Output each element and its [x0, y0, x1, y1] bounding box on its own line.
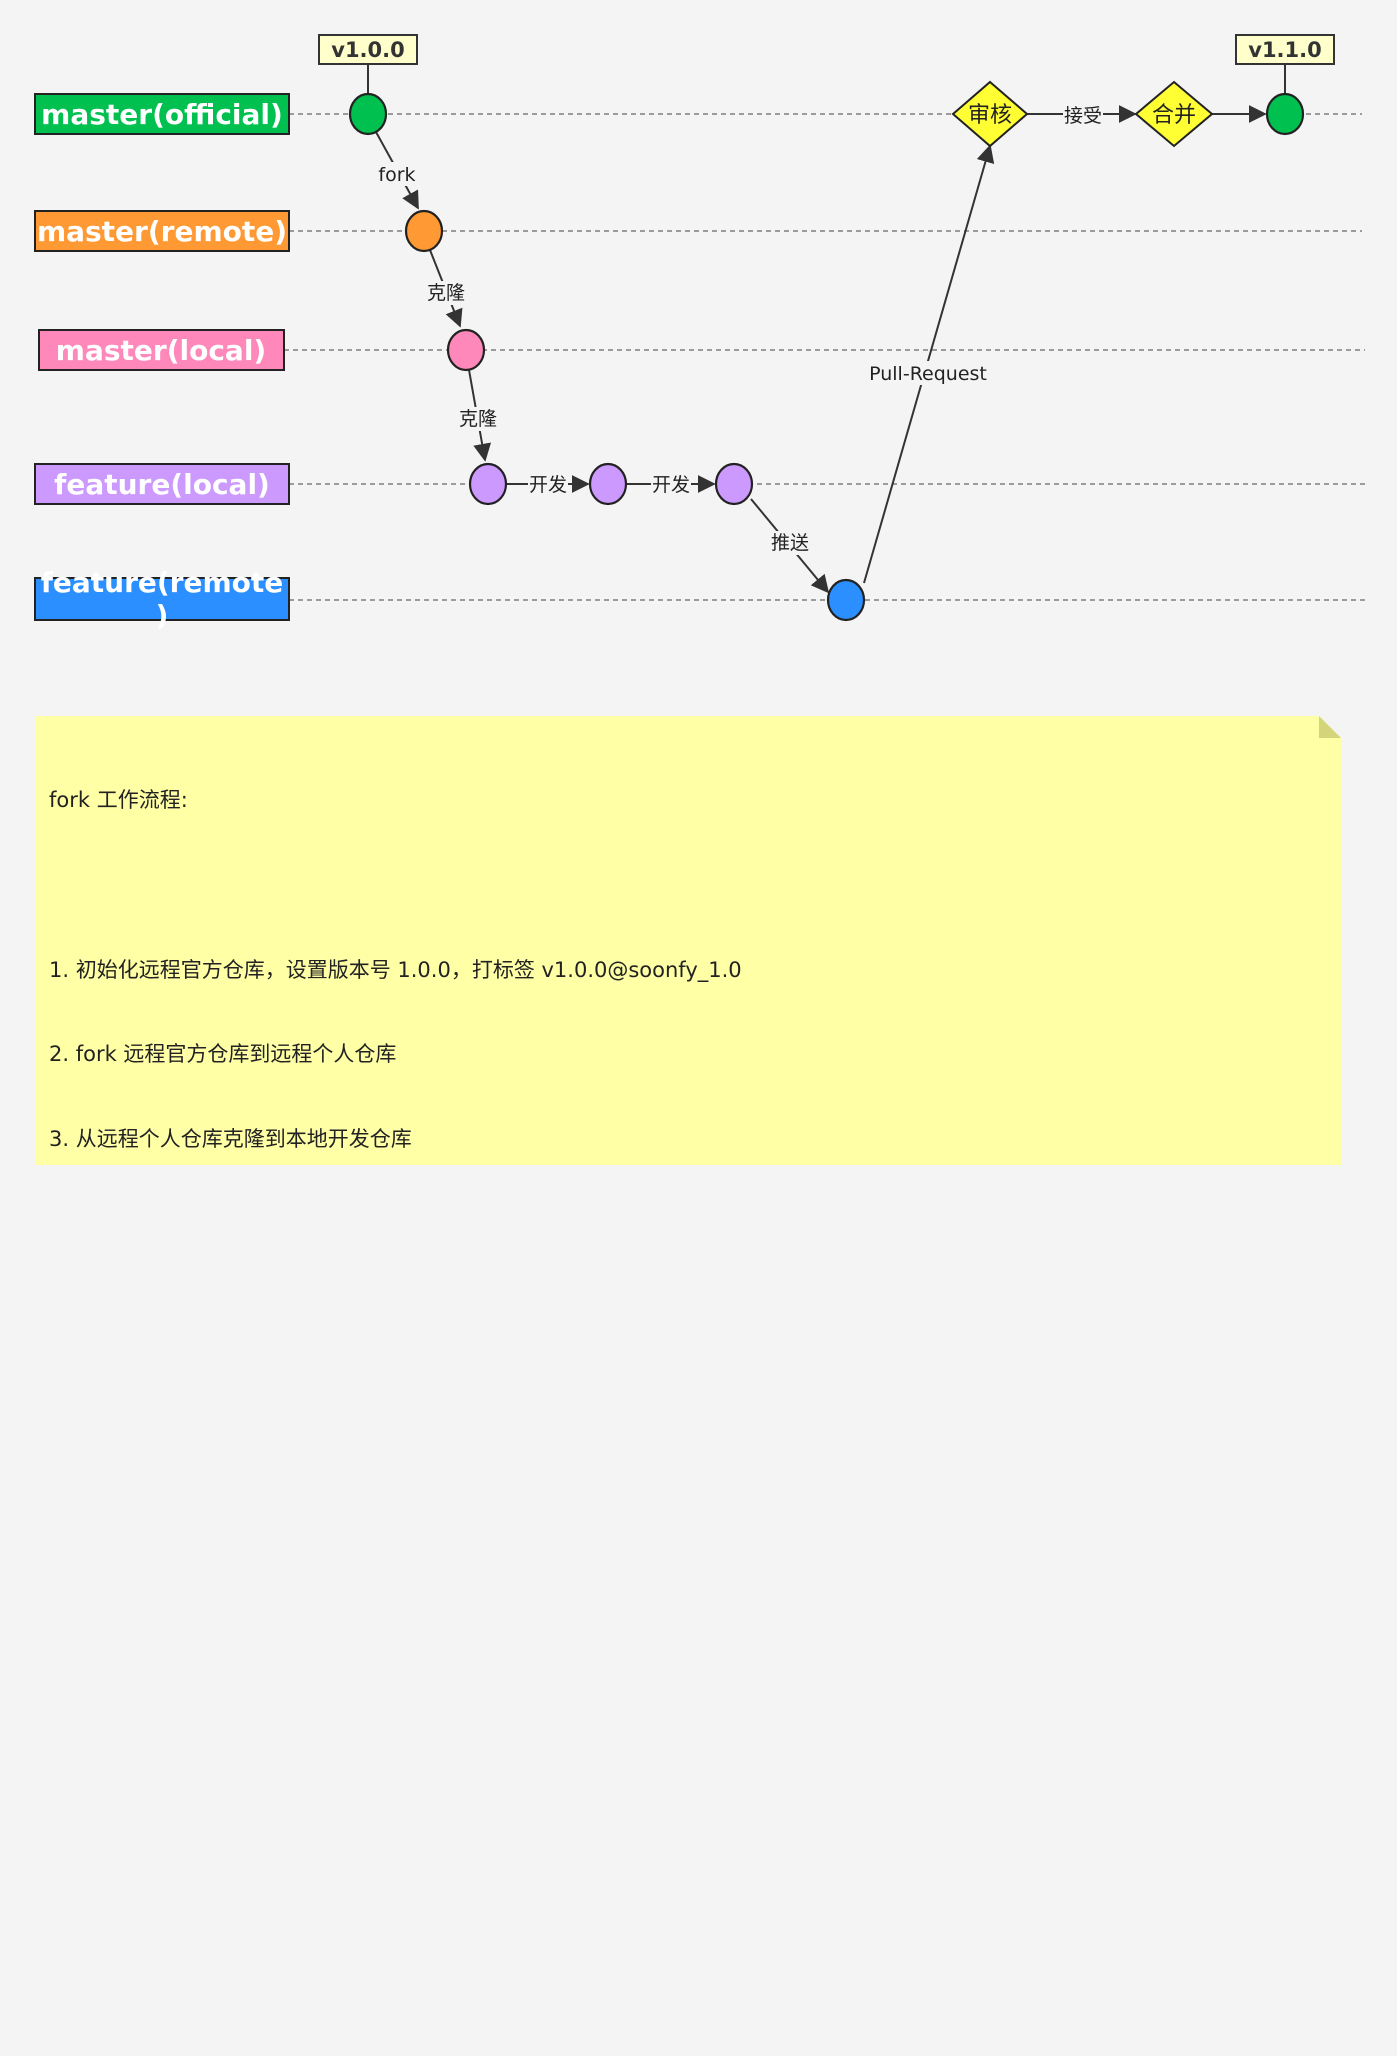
workflow-step: 3. 从远程个人仓库克隆到本地开发仓库: [49, 1126, 412, 1151]
branch-label-remote-text: master(remote): [37, 215, 287, 248]
edge-labels: fork 克隆 克隆 开发 开发 推送 Pull-Request 接受: [378, 103, 1103, 555]
edge-label-push: 推送: [771, 532, 809, 554]
workflow-step: 4. 从本地 master 分支克隆 feature 分支开发新功能: [49, 1211, 547, 1236]
branch-label-local-text: master(local): [56, 334, 266, 367]
commit-feature-local-2: [588, 462, 628, 506]
commit-nodes: [348, 92, 1305, 622]
commit-local-1: [446, 328, 486, 372]
commit-feature-local-3: [714, 462, 754, 506]
workflow-step: 1. 初始化远程官方仓库，设置版本号 1.0.0，打标签 v1.0.0@soon…: [49, 957, 742, 982]
tip-item: 3. 合并代码前需要远程个人仓库的 feature 分支向远程官方仓库的 mas…: [49, 1972, 978, 1997]
decision-review: 审核: [951, 80, 1029, 148]
note-text: fork 工作流程: 1. 初始化远程官方仓库，设置版本号 1.0.0，打标签 …: [49, 730, 1321, 2056]
workflow-note: fork 工作流程: 1. 初始化远程官方仓库，设置版本号 1.0.0，打标签 …: [35, 716, 1341, 1165]
workflow-step: 7. 远程官方仓库接受 Pull-Request，并且合并到远程官方仓库 mas…: [49, 1465, 1239, 1490]
branch-label-feature-remote-text: feature(remote): [41, 566, 284, 632]
branch-lines: [284, 113, 1365, 601]
edge-label-clone1: 克隆: [427, 282, 465, 304]
decision-merge-text: 合并: [1152, 103, 1196, 128]
workflow-title: fork 工作流程:: [49, 788, 188, 813]
workflow-step: 2. fork 远程官方仓库到远程个人仓库: [49, 1042, 397, 1067]
edge-label-dev2: 开发: [652, 474, 690, 496]
edge-label-accept: 接受: [1064, 105, 1102, 127]
tag-v1-1-0: v1.1.0: [1235, 34, 1335, 94]
branch-label-feature-remote-line: ): [156, 599, 169, 632]
tag-v1-1-0-text: v1.1.0: [1248, 38, 1321, 62]
branch-label-official-text: master(official): [41, 98, 283, 131]
edge-label-pull-request: Pull-Request: [869, 363, 987, 385]
branch-label-feature-remote-line: feature(remote: [41, 566, 284, 599]
tag-v1-0-0: v1.0.0: [318, 34, 418, 94]
tips-title: branch-tips:: [49, 1634, 175, 1659]
decision-review-text: 审核: [968, 103, 1012, 128]
edges: [375, 105, 1267, 594]
edge-label-clone2: 克隆: [459, 408, 497, 430]
tip-item: 2. 开发完成后代码要先推送到远程个人仓库: [49, 1888, 454, 1913]
branch-label-feature-local-text: feature(local): [54, 468, 270, 501]
commit-official-1: [348, 92, 388, 136]
workflow-step: 5. 推送本地 feature 分支到远程个人仓库 feature 分支: [49, 1296, 570, 1321]
branch-label-remote: master(remote): [34, 210, 290, 252]
workflow-step: 6. 从远程个人仓库 feature/manage-users 分支向远程官方仓…: [49, 1380, 946, 1405]
edge-label-fork: fork: [378, 164, 415, 186]
note-fold-corner: [1319, 716, 1341, 738]
commit-feature-remote-1: [826, 578, 866, 622]
tag-v1-0-0-text: v1.0.0: [331, 38, 404, 62]
gitflow-diagram: master(official) master(remote) master(l…: [34, 34, 1365, 632]
branch-label-feature-local: feature(local): [34, 463, 290, 505]
branch-label-feature-remote: feature(remote): [34, 566, 290, 632]
decision-merge: 合并: [1134, 80, 1214, 148]
edge-label-dev1: 开发: [529, 474, 567, 496]
branch-label-official: master(official): [34, 93, 290, 135]
branch-label-local: master(local): [38, 329, 285, 371]
commit-feature-local-1: [468, 462, 508, 506]
tip-item: 1. 有两个远程远程仓库，远程官方仓库和远程个人仓库: [49, 1803, 559, 1828]
commit-official-2: [1265, 92, 1305, 136]
commit-remote-1: [404, 209, 444, 253]
